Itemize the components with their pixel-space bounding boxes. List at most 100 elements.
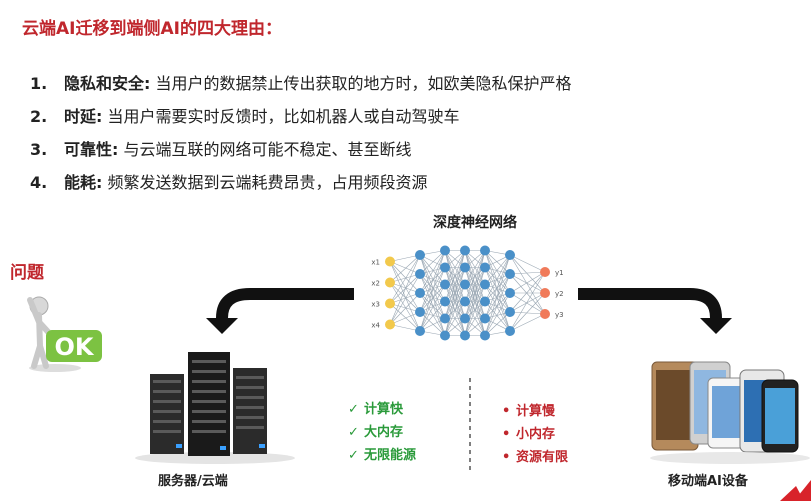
ok-text: OK — [55, 333, 95, 361]
nn-edge — [509, 254, 546, 294]
nn-edge — [509, 273, 546, 294]
reason-number: 2. — [30, 107, 48, 126]
nn-edge — [419, 250, 446, 275]
nn-edge — [464, 250, 486, 319]
nn-edge — [389, 282, 421, 313]
nn-hidden-node — [480, 330, 490, 341]
nn-hidden-node — [480, 296, 490, 307]
nn-edge — [484, 267, 511, 332]
con-item: •小内存 — [502, 423, 555, 442]
nn-hidden-node — [415, 269, 425, 279]
nn-hidden-node — [505, 307, 515, 317]
nn-hidden-node — [440, 330, 450, 341]
reason-number: 4. — [30, 173, 48, 192]
bullet-icon: • — [502, 404, 511, 419]
nn-hidden-node — [440, 279, 450, 290]
nn-edge — [509, 271, 546, 313]
nn-edge — [464, 267, 486, 336]
nn-edge — [484, 267, 511, 294]
server-rack-icon — [135, 352, 295, 464]
nn-hidden-node — [505, 269, 515, 279]
nn-hidden-node — [440, 262, 450, 273]
reason-text: 当用户的数据禁止传出获取的地方时，如欧美隐私保护严格 — [150, 74, 572, 93]
nn-edge — [484, 292, 511, 319]
nn-edge — [464, 250, 486, 302]
check-icon: ✓ — [348, 448, 359, 463]
reason-heading: 可靠性: — [64, 140, 119, 159]
reason-item: 3.可靠性: 与云端互联的网络可能不稳定、甚至断线 — [30, 136, 412, 160]
nn-edge — [444, 284, 466, 336]
nn-hidden-node — [440, 313, 450, 324]
nn-hidden-node — [480, 279, 490, 290]
nn-input-label: x1 — [371, 259, 380, 267]
nn-edge — [389, 261, 421, 313]
nn-hidden-node — [480, 262, 490, 273]
pro-text: 计算快 — [364, 402, 404, 417]
nn-edge — [389, 282, 421, 332]
nn-hidden-node — [480, 245, 490, 256]
nn-edge — [389, 254, 421, 283]
nn-edge — [444, 301, 466, 336]
nn-edge — [419, 273, 446, 319]
nn-edge — [389, 254, 421, 304]
nn-edge — [419, 292, 446, 336]
nn-edge — [389, 303, 421, 332]
nn-edge — [509, 311, 546, 315]
con-text: 资源有限 — [516, 450, 569, 465]
reason-text: 当用户需要实时反馈时，比如机器人或自动驾驶车 — [102, 107, 460, 126]
nn-edge — [419, 254, 446, 285]
nn-edge — [389, 273, 421, 325]
nn-edge — [484, 292, 511, 336]
nn-output-label: y1 — [555, 269, 564, 277]
con-item: • 计算慢 — [502, 400, 555, 419]
nn-hidden-node — [480, 313, 490, 324]
nn-edge — [389, 292, 421, 304]
nn-hidden-node — [415, 326, 425, 336]
nn-edge — [419, 292, 446, 319]
nn-edge — [484, 254, 511, 319]
reason-item: 2.时延: 当用户需要实时反馈时，比如机器人或自动驾驶车 — [30, 103, 460, 127]
nn-hidden-node — [460, 296, 470, 307]
reason-heading: 隐私和安全: — [64, 74, 151, 93]
nn-edge — [484, 273, 511, 302]
nn-edge — [389, 273, 421, 304]
nn-hidden-node — [460, 245, 470, 256]
nn-edge — [419, 273, 446, 302]
nn-edge — [484, 267, 511, 313]
nn-output-node — [540, 267, 550, 277]
nn-edge — [484, 284, 511, 332]
nn-edge — [444, 250, 466, 285]
pro-text: 无限能源 — [364, 448, 417, 463]
reason-heading: 能耗: — [64, 173, 103, 192]
nn-edge — [389, 303, 421, 313]
con-text: 小内存 — [516, 427, 556, 442]
nn-edge — [389, 254, 421, 325]
nn-edge — [464, 301, 486, 336]
nn-edge — [509, 292, 546, 332]
nn-edge — [419, 250, 446, 332]
nn-edge — [484, 250, 511, 275]
nn-edge — [444, 250, 466, 319]
nn-edge — [509, 273, 546, 315]
nn-edge — [484, 311, 511, 336]
nn-edge — [419, 254, 446, 302]
nn-hidden-node — [415, 288, 425, 298]
nn-edge — [484, 301, 511, 332]
nn-edge — [389, 261, 421, 332]
nn-hidden-node — [460, 313, 470, 324]
con-text: 计算慢 — [516, 404, 556, 419]
neural-network-title: 深度神经网络 — [433, 215, 517, 231]
nn-edge — [509, 271, 546, 294]
nn-edge — [389, 324, 421, 332]
nn-edge — [444, 267, 466, 336]
reason-number: 1. — [30, 74, 48, 93]
nn-hidden-node — [460, 279, 470, 290]
pro-text: 大内存 — [364, 425, 404, 440]
nn-edge — [484, 273, 511, 336]
nn-edge — [389, 282, 421, 294]
problem-label: 问题 — [10, 263, 44, 283]
mobile-devices-icon — [650, 361, 810, 464]
nn-edge — [484, 250, 511, 294]
